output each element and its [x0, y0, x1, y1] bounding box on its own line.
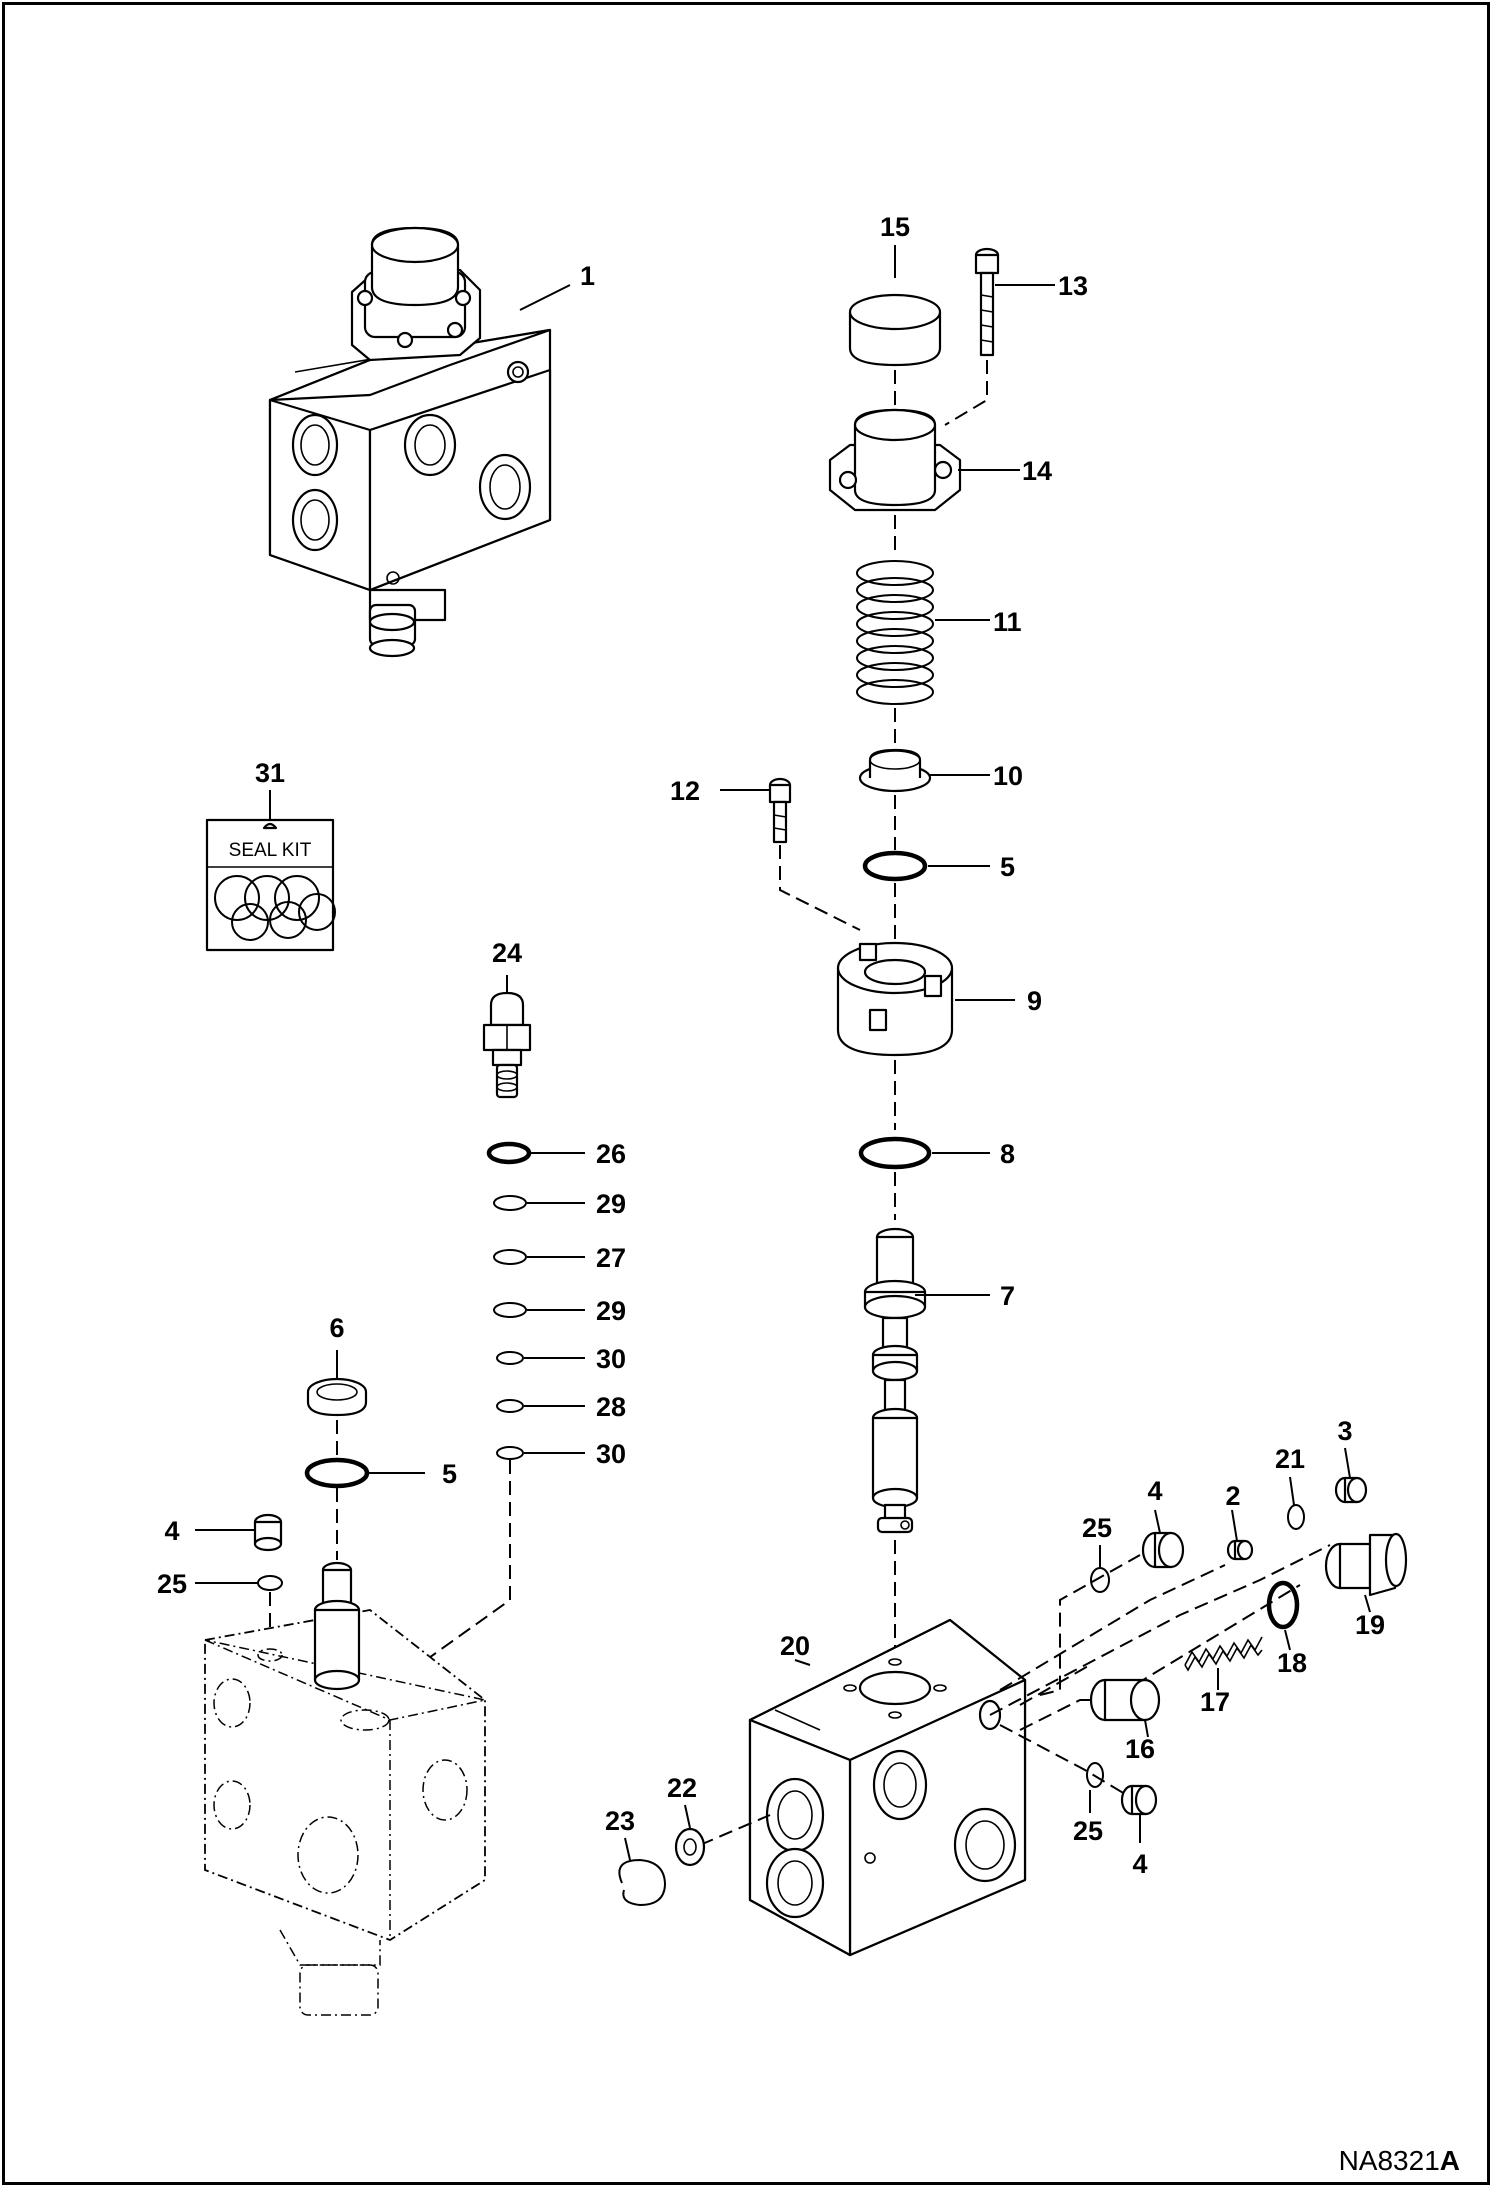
leader-lines	[195, 245, 1371, 1861]
cap-part-15	[848, 293, 942, 367]
housing-part-14	[828, 408, 962, 512]
o-ring-part-8	[858, 1136, 932, 1170]
callout-5-left: 5	[442, 1459, 457, 1489]
retainer-part-9	[836, 941, 954, 1057]
callout-22: 22	[667, 1773, 697, 1803]
o-ring-part-5-right	[862, 850, 928, 882]
callout-4-upper: 4	[1147, 1476, 1162, 1506]
callout-8: 8	[1000, 1139, 1015, 1169]
callout-19: 19	[1355, 1610, 1385, 1640]
drawing-reference: NA8321A	[1339, 2145, 1460, 2176]
callout-10: 10	[993, 761, 1023, 791]
callout-5-right: 5	[1000, 852, 1015, 882]
callout-25-lower: 25	[1073, 1816, 1103, 1846]
plug-part-3	[1334, 1476, 1368, 1504]
screw-part-13	[974, 247, 1000, 357]
callout-9: 9	[1027, 986, 1042, 1016]
o-ring-part-5-left	[304, 1457, 370, 1489]
callout-29-upper: 29	[596, 1189, 626, 1219]
callout-26: 26	[596, 1139, 626, 1169]
plug-part-4-lower	[1120, 1784, 1158, 1816]
fitting-part-19	[1324, 1532, 1408, 1597]
plug-part-4-left	[253, 1513, 283, 1552]
snap-ring-part-23	[618, 1858, 667, 1907]
callout-28: 28	[596, 1392, 626, 1422]
callout-6: 6	[329, 1313, 344, 1343]
plug-part-4-upper	[1141, 1531, 1185, 1569]
plug-part-2	[1226, 1539, 1254, 1561]
callout-12: 12	[670, 776, 700, 806]
o-ring-part-18	[1266, 1580, 1300, 1630]
valve-assembly-part-1	[268, 226, 552, 658]
callout-2: 2	[1225, 1481, 1240, 1511]
callout-18: 18	[1277, 1648, 1307, 1678]
o-ring-part-21	[1287, 1504, 1305, 1530]
callout-27: 27	[596, 1243, 626, 1273]
callout-4-lower: 4	[1132, 1849, 1147, 1879]
o-ring-part-25-upper	[1090, 1567, 1110, 1593]
seal-kit-part-31: SEAL KIT	[205, 818, 336, 952]
seal-kit-label: SEAL KIT	[229, 840, 312, 861]
callout-25-upper: 25	[1082, 1513, 1112, 1543]
callout-11: 11	[993, 607, 1022, 637]
drawing-reference-code: NA8321	[1339, 2145, 1440, 2176]
screw-part-12	[768, 777, 792, 844]
callout-16: 16	[1125, 1734, 1155, 1764]
drawing-reference-suffix: A	[1440, 2145, 1460, 2176]
washer-part-22	[674, 1827, 706, 1867]
seal-part-6	[306, 1377, 368, 1417]
callout-13: 13	[1058, 271, 1088, 301]
callout-15: 15	[880, 212, 910, 242]
o-ring-stack	[486, 1141, 532, 1460]
callout-7: 7	[1000, 1281, 1015, 1311]
callout-23: 23	[605, 1806, 635, 1836]
callout-4-left: 4	[164, 1516, 179, 1546]
valve-body-part-20	[748, 1618, 1027, 1957]
callout-20: 20	[780, 1631, 810, 1661]
callout-1: 1	[580, 261, 595, 291]
spring-part-11	[856, 560, 934, 705]
callout-30-lower: 30	[596, 1439, 626, 1469]
spool-shaft-left	[313, 1561, 361, 1691]
relief-cartridge-part-24	[482, 991, 532, 1099]
callout-14: 14	[1022, 456, 1052, 486]
callout-25-left: 25	[157, 1569, 187, 1599]
callout-17: 17	[1200, 1687, 1230, 1717]
callout-3: 3	[1337, 1416, 1352, 1446]
spool-part-7	[863, 1227, 927, 1534]
spring-part-17	[1184, 1636, 1263, 1672]
callout-labels: 1 2 3 4 4 4 5 5 6 7 8 9 10 11 12 13 14 1…	[157, 212, 1385, 1879]
poppet-part-16	[1089, 1678, 1161, 1722]
callout-21: 21	[1275, 1444, 1305, 1474]
callout-24: 24	[492, 938, 522, 968]
callout-29-lower: 29	[596, 1296, 626, 1326]
callout-31: 31	[255, 758, 285, 788]
o-ring-part-25-left	[257, 1575, 283, 1591]
callout-30-upper: 30	[596, 1344, 626, 1374]
o-ring-part-25-lower	[1086, 1762, 1104, 1788]
seat-part-10	[858, 748, 932, 793]
